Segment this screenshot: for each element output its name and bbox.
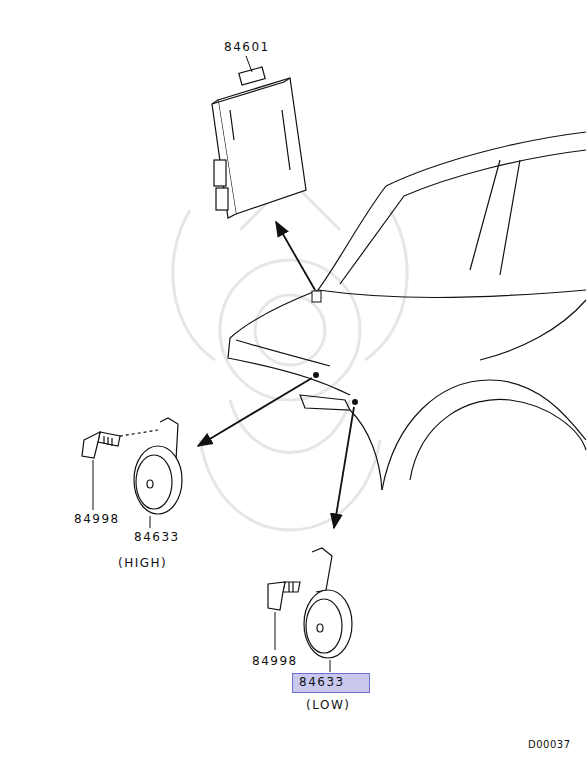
location-arrow	[276, 222, 315, 290]
leader-line	[150, 516, 151, 528]
control-unit	[212, 67, 306, 218]
highlight-box: 84633	[292, 673, 370, 693]
leader-line	[246, 56, 252, 72]
car-outline	[228, 132, 586, 490]
mount-point	[352, 399, 358, 405]
part-label: 84998	[74, 512, 120, 526]
part-label: 84601	[224, 40, 270, 54]
part-label: (LOW)	[306, 698, 350, 712]
part-label: (HIGH)	[118, 556, 167, 570]
part-label: 84633	[134, 530, 180, 544]
leader-line	[93, 460, 94, 510]
leader-line	[275, 612, 276, 650]
figure-code: D00037	[528, 738, 571, 752]
mount-point	[312, 291, 321, 302]
part-label: 84998	[252, 654, 298, 668]
location-arrow	[198, 378, 312, 446]
part-number: 84633	[293, 675, 369, 689]
location-arrow	[334, 407, 354, 528]
watermark	[173, 180, 407, 530]
horn-low	[268, 548, 352, 658]
horn-high	[82, 418, 182, 514]
leader-line	[330, 660, 331, 672]
mount-point	[313, 372, 319, 378]
